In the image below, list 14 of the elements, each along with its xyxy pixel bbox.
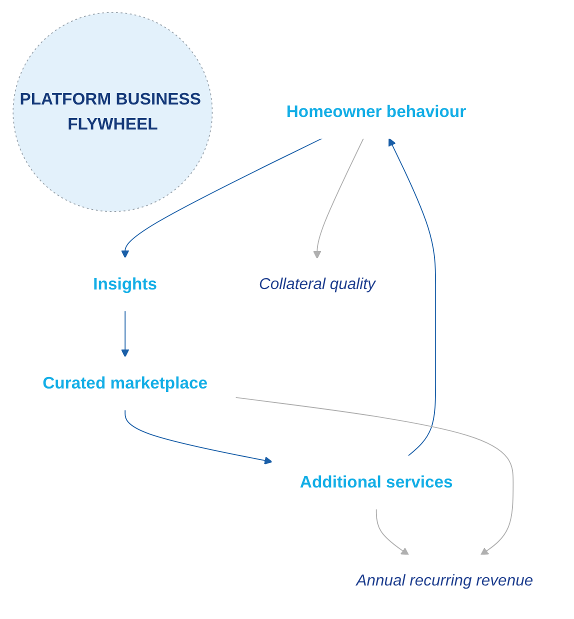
- arrow: [376, 508, 410, 556]
- node-text: Collateral quality: [258, 275, 376, 293]
- arrow: [313, 138, 364, 259]
- arrow: [124, 409, 272, 464]
- arrow: [388, 138, 436, 457]
- node-circle: PLATFORM BUSINESS FLYWHEEL: [12, 12, 213, 212]
- node-text: Homeowner behaviour: [286, 102, 466, 121]
- arrow: [121, 138, 323, 258]
- node-text: Additional services: [300, 472, 453, 492]
- node-text: Annual recurring revenue: [356, 572, 534, 590]
- node-text: Curated marketplace: [42, 374, 208, 392]
- arrow: [234, 396, 514, 556]
- arrow: [121, 310, 130, 358]
- node-text: Insights: [93, 274, 158, 294]
